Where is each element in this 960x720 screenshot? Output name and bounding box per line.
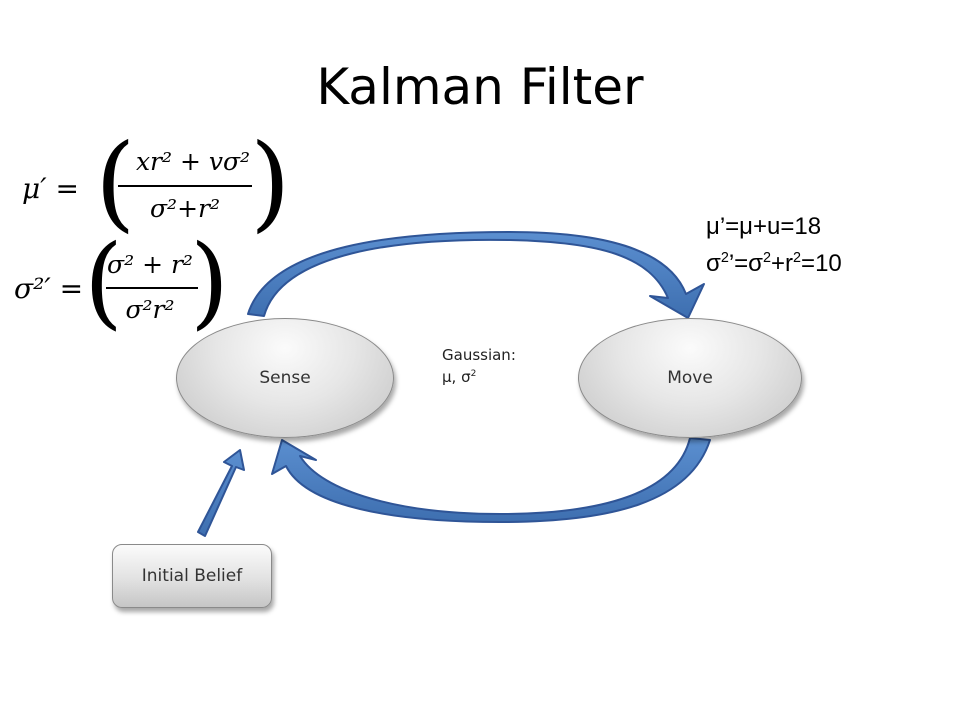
initial-belief-label: Initial Belief (141, 566, 243, 586)
gaussian-label-line1: Gaussian: (442, 346, 516, 364)
gaussian-params-sup: 2 (470, 369, 477, 379)
initial-belief-arrow (197, 449, 245, 537)
variance-eq-plus: +r (771, 250, 794, 277)
variance-eq-mid: ’=σ (728, 250, 763, 277)
mu-left-paren: ( (95, 121, 136, 243)
sense-node[interactable]: Sense (176, 318, 394, 438)
variance-eq-sup1: 2 (720, 250, 729, 266)
variance-eq-sup3: 2 (793, 250, 802, 266)
sigma-formula-denominator: σ²r² (125, 295, 175, 324)
gaussian-label: Gaussian: μ, σ2 (442, 344, 516, 388)
sigma-formula-numerator: σ² + r² (107, 250, 193, 279)
mu-fraction-bar (118, 185, 252, 187)
sense-to-move-arrow (247, 231, 705, 319)
variance-eq-suffix: =10 (801, 250, 842, 277)
variance-update-equation: σ2’=σ2+r2=10 (706, 250, 842, 278)
initial-belief-node[interactable]: Initial Belief (112, 544, 272, 608)
sigma-fraction-bar (106, 287, 198, 289)
variance-eq-sup2: 2 (763, 250, 772, 266)
sense-label: Sense (259, 368, 311, 388)
variance-eq-prefix: σ (706, 250, 721, 277)
gaussian-label-line2: μ, σ2 (442, 366, 516, 388)
page-title: Kalman Filter (316, 58, 644, 116)
move-to-sense-arrow (271, 437, 711, 523)
sigma-formula-lhs: σ²′ = (14, 272, 84, 305)
move-node[interactable]: Move (578, 318, 802, 438)
mu-right-paren: ) (250, 121, 291, 243)
mean-update-equation: μ’=μ+u=18 (706, 213, 822, 240)
mu-formula-denominator: σ²+r² (149, 194, 220, 223)
sigma-left-paren: ( (84, 223, 124, 340)
mu-formula-numerator: xr² + vσ² (135, 147, 251, 176)
gaussian-params: μ, σ (442, 368, 471, 386)
move-label: Move (667, 368, 713, 388)
mu-formula-lhs: μ′ = (22, 172, 79, 205)
sigma-right-paren: ) (190, 223, 230, 340)
